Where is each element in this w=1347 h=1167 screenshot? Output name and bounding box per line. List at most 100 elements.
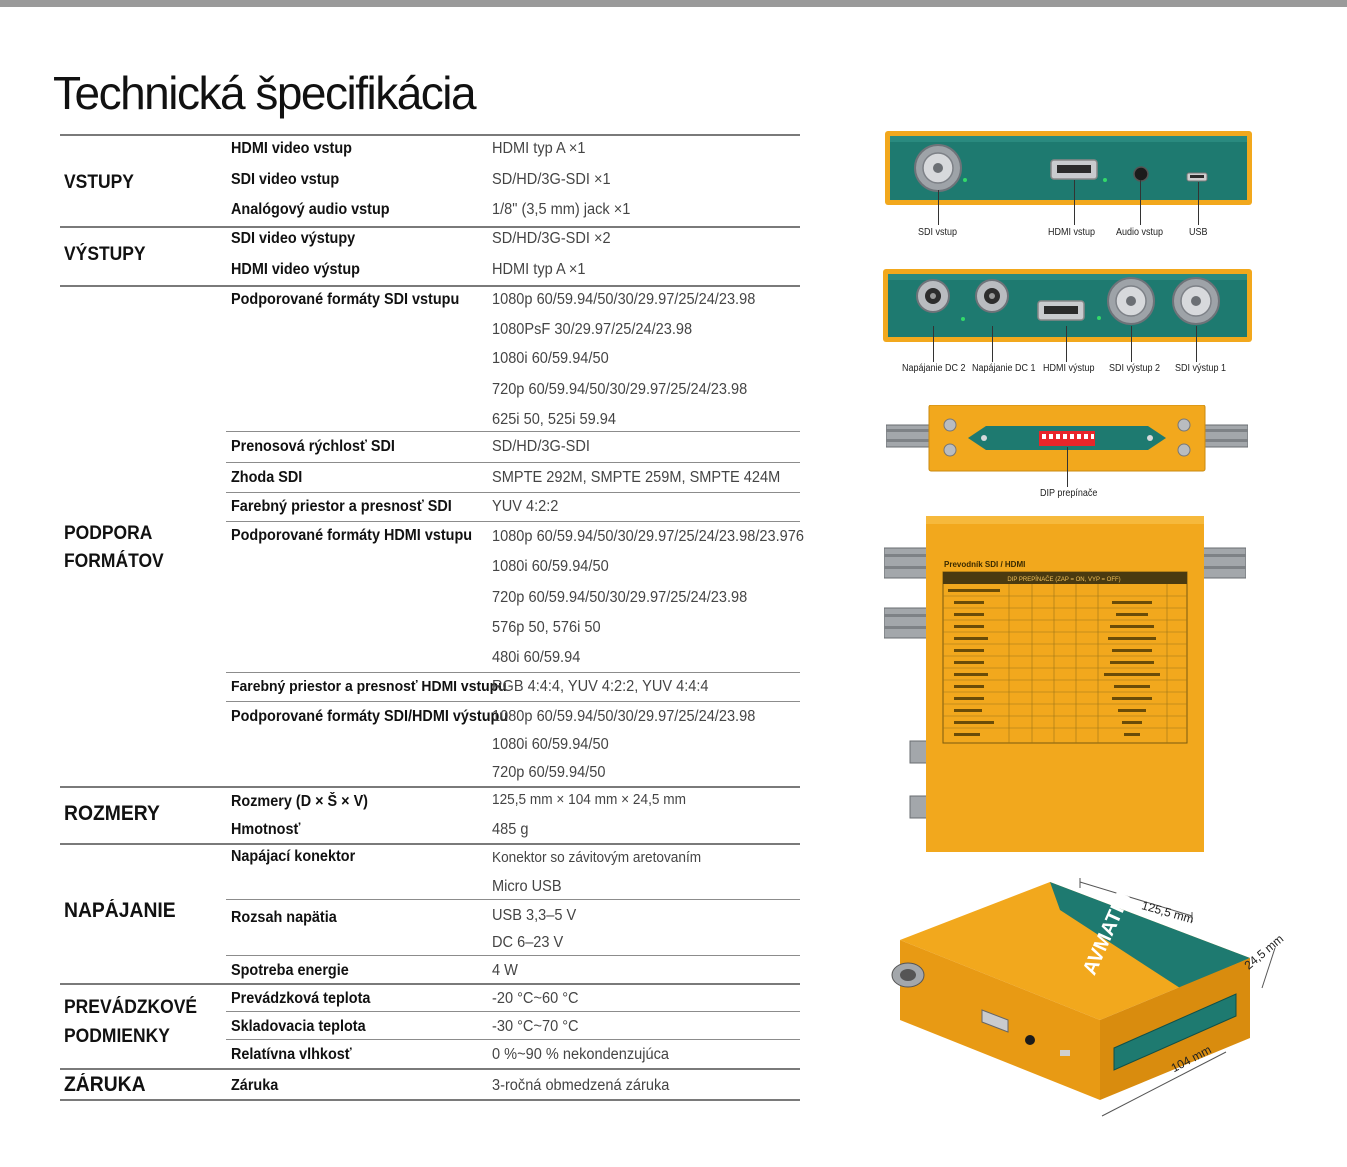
divider — [60, 134, 800, 136]
caption-dc1: Napájanie DC 1 — [972, 363, 1036, 374]
caption-usb: USB — [1189, 227, 1208, 238]
row-value: 720p 60/59.94/50/30/29.97/25/24/23.98 — [492, 589, 748, 606]
hdmi-port-icon — [1037, 300, 1085, 321]
row-value: RGB 4:4:4, YUV 4:2:2, YUV 4:4:4 — [492, 678, 709, 695]
divider — [226, 955, 800, 956]
section-podpora-line1: PODPORA — [64, 523, 153, 544]
section-vystupy: VÝSTUPY — [64, 244, 146, 265]
row-label: SDI video vstup — [231, 171, 340, 188]
row-label: Podporované formáty SDI/HDMI výstupu — [231, 708, 509, 725]
row-label: Skladovacia teplota — [231, 1018, 366, 1035]
audio-jack-icon — [1133, 166, 1149, 182]
row-value: 625i 50, 525i 59.94 — [492, 411, 616, 428]
row-label: Spotreba energie — [231, 962, 349, 979]
row-value: 576p 50, 576i 50 — [492, 619, 601, 636]
row-value: Konektor so závitovým aretovaním — [492, 850, 702, 866]
dc-power-1-icon — [975, 279, 1009, 313]
device-back-panel — [883, 269, 1252, 342]
row-value: 1080i 60/59.94/50 — [492, 736, 609, 753]
row-label: SDI video výstupy — [231, 230, 356, 247]
row-label: HDMI video výstup — [231, 261, 360, 278]
row-value: SD/HD/3G-SDI — [492, 438, 590, 455]
section-prevadzkove-line2: PODMIENKY — [64, 1026, 170, 1047]
row-value: 485 g — [492, 821, 529, 838]
top-gray-bar — [0, 0, 1347, 7]
row-label: Prenosová rýchlosť SDI — [231, 438, 395, 455]
row-label: Zhoda SDI — [231, 469, 303, 486]
row-value: 3-ročná obmedzená záruka — [492, 1077, 670, 1094]
section-podpora-line2: FORMÁTOV — [64, 551, 164, 572]
row-label: Hmotnosť — [231, 821, 301, 838]
row-value: SD/HD/3G-SDI ×2 — [492, 230, 611, 247]
row-value: 720p 60/59.94/50/30/29.97/25/24/23.98 — [492, 381, 748, 398]
row-value: 1/8" (3,5 mm) jack ×1 — [492, 201, 631, 218]
row-label: Prevádzková teplota — [231, 990, 371, 1007]
dip-switch-icon — [1039, 431, 1095, 446]
row-label: HDMI video vstup — [231, 140, 352, 157]
leader-line — [1140, 180, 1141, 225]
leader-line — [1131, 326, 1132, 362]
sdi-out-2-icon — [1107, 277, 1155, 325]
caption-audio-vstup: Audio vstup — [1116, 227, 1164, 238]
row-label: Analógový audio vstup — [231, 201, 390, 218]
device-bottom-view: Prevodník SDI / HDMI DIP PREPÍNAČE (ZAP … — [883, 516, 1247, 854]
row-value: 125,5 mm × 104 mm × 24,5 mm — [492, 792, 686, 808]
caption-sdi-vstup: SDI vstup — [918, 227, 958, 238]
leader-line — [1074, 180, 1075, 225]
divider — [226, 1011, 800, 1012]
bottom-view-illustration: Prevodník SDI / HDMI DIP PREPÍNAČE (ZAP … — [883, 516, 1247, 852]
row-label: Rozmery (D × Š × V) — [231, 793, 368, 810]
spec-table: VSTUPY VÝSTUPY PODPORA FORMÁTOV ROZMERY … — [60, 134, 804, 1101]
divider — [60, 843, 800, 845]
leader-line — [938, 190, 939, 225]
row-value: -30 °C~70 °C — [492, 1018, 579, 1035]
usb-port-icon — [1186, 172, 1208, 182]
divider — [60, 1099, 800, 1101]
caption-dip: DIP prepínače — [1040, 488, 1098, 499]
section-rozmery: ROZMERY — [64, 802, 160, 825]
row-label: Podporované formáty HDMI vstupu — [231, 527, 473, 544]
caption-dc2: Napájanie DC 2 — [902, 363, 966, 374]
sdi-out-1-icon — [1172, 277, 1220, 325]
isometric-illustration: AVMATRIX — [891, 876, 1276, 1117]
row-value: Micro USB — [492, 878, 562, 895]
row-value: 1080p 60/59.94/50/30/29.97/25/24/23.98 — [492, 291, 756, 308]
row-label: Podporované formáty SDI vstupu — [231, 291, 460, 308]
leader-line — [933, 326, 934, 362]
row-value: 480i 60/59.94 — [492, 649, 581, 666]
section-prevadzkove-line1: PREVÁDZKOVÉ — [64, 997, 198, 1018]
leader-line — [1066, 326, 1067, 362]
row-value: -20 °C~60 °C — [492, 990, 579, 1007]
leader-line — [1198, 182, 1199, 225]
divider — [226, 701, 800, 702]
row-value: 0 %~90 % nekondenzujúca — [492, 1046, 669, 1063]
divider — [60, 983, 800, 985]
leader-line — [1067, 447, 1068, 487]
divider — [226, 462, 800, 463]
row-value: 720p 60/59.94/50 — [492, 764, 606, 781]
row-value: YUV 4:2:2 — [492, 498, 559, 515]
divider — [226, 899, 800, 900]
row-value: 1080p 60/59.94/50/30/29.97/25/24/23.98/2… — [492, 528, 804, 545]
row-label: Farebný priestor a presnosť HDMI vstupu — [231, 678, 507, 695]
row-label: Farebný priestor a presnosť SDI — [231, 498, 452, 515]
section-zaruka: ZÁRUKA — [64, 1073, 146, 1096]
caption-sdi-vystup-2: SDI výstup 2 — [1109, 363, 1161, 374]
section-vstupy: VSTUPY — [64, 172, 134, 193]
divider — [226, 492, 800, 493]
row-label: Relatívna vlhkosť — [231, 1046, 352, 1063]
row-value: SMPTE 292M, SMPTE 259M, SMPTE 424M — [492, 469, 781, 486]
row-label: Rozsah napätia — [231, 909, 337, 926]
leader-line — [992, 326, 993, 362]
device-isometric-view: AVMATRIX 125,5 mm 24,5 mm 104 mm — [880, 870, 1295, 1135]
hdmi-port-icon — [981, 1009, 1009, 1033]
row-value: DC 6–23 V — [492, 934, 564, 951]
divider — [226, 431, 800, 432]
hdmi-port-icon — [1050, 159, 1098, 180]
device-side-view — [885, 404, 1249, 473]
dip-table-title: DIP PREPÍNAČE (ZAP = ON, VYP = OFF) — [1007, 576, 1120, 583]
divider — [60, 1068, 800, 1070]
divider — [60, 786, 800, 788]
bnc-connector-icon — [891, 962, 925, 988]
row-value: 1080i 60/59.94/50 — [492, 558, 609, 575]
